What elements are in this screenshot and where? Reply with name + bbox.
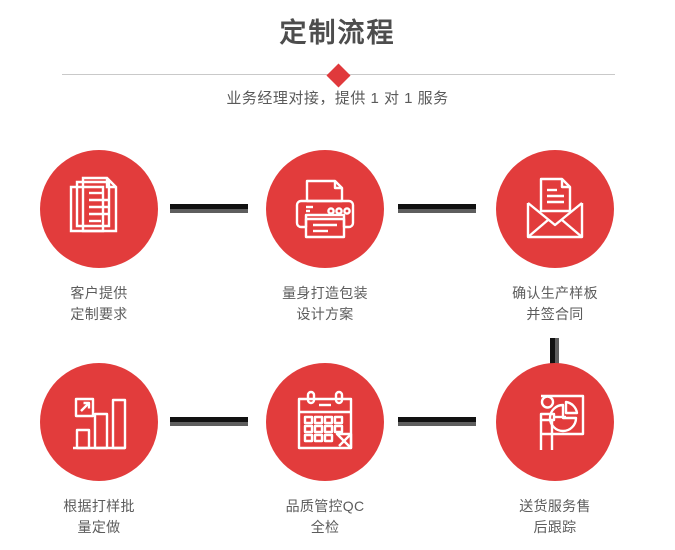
connector-bar-dark <box>170 417 248 422</box>
calendar-icon <box>297 390 353 450</box>
step-6-icon-circle[interactable] <box>496 363 614 481</box>
step-4-label: 根据打样批 量定做 <box>63 498 135 535</box>
step-2-icon-circle[interactable] <box>266 150 384 268</box>
bar-chart-growth-icon <box>73 397 127 450</box>
step-3-icon-circle[interactable] <box>496 150 614 268</box>
connector-bar-gray <box>170 422 248 426</box>
connector-bar-gray <box>170 209 248 213</box>
connector-bar-gray <box>398 209 476 213</box>
connector-step3-step6 <box>550 338 559 368</box>
page-header: 定制流程 业务经理对接，提供 1 对 1 服务 <box>0 0 675 130</box>
connector-bar-gray <box>555 338 559 368</box>
step-1-label: 客户提供 定制要求 <box>70 285 128 322</box>
connector-bar-dark <box>398 204 476 209</box>
connector-bar-gray <box>398 422 476 426</box>
step-5-label: 品质管控QC 全检 <box>285 498 365 535</box>
step-4-icon-circle[interactable] <box>40 363 158 481</box>
process-step-4[interactable]: 根据打样批 量定做 <box>19 363 179 538</box>
connector-step2-step3 <box>398 204 476 213</box>
page-subtitle: 业务经理对接，提供 1 对 1 服务 <box>226 90 449 107</box>
process-step-3[interactable]: 确认生产样板 并签合同 <box>475 150 635 325</box>
connector-bar-dark <box>170 204 248 209</box>
connector-step5-step6 <box>398 417 476 426</box>
connector-bar-dark <box>550 338 555 368</box>
documents-stack-icon <box>69 176 118 233</box>
presenter-pie-chart-icon <box>539 394 585 450</box>
envelope-document-icon <box>526 177 584 239</box>
process-step-2[interactable]: 量身打造包装 设计方案 <box>245 150 405 325</box>
step-6-label: 送货服务售 后跟踪 <box>519 498 591 535</box>
step-5-icon-circle[interactable] <box>266 363 384 481</box>
step-3-label: 确认生产样板 并签合同 <box>512 285 598 322</box>
page-title: 定制流程 <box>279 18 396 48</box>
printer-icon <box>295 179 355 239</box>
process-step-6[interactable]: 送货服务售 后跟踪 <box>475 363 635 538</box>
process-flow-diagram: 客户提供 定制要求 量身打造包装 设计方案 <box>0 150 675 550</box>
header-divider <box>62 62 615 88</box>
connector-step4-step5 <box>170 417 248 426</box>
process-step-5[interactable]: 品质管控QC 全检 <box>245 363 405 538</box>
connector-step1-step2 <box>170 204 248 213</box>
step-1-icon-circle[interactable] <box>40 150 158 268</box>
step-2-label: 量身打造包装 设计方案 <box>282 285 368 322</box>
connector-bar-dark <box>398 417 476 422</box>
process-step-1[interactable]: 客户提供 定制要求 <box>19 150 179 325</box>
diamond-icon <box>326 62 351 88</box>
